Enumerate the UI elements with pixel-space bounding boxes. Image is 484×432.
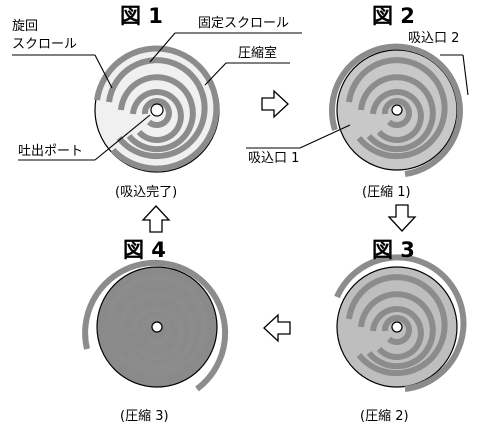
scroll-fig3	[334, 254, 467, 392]
caption-fig4: (圧縮 3)	[120, 409, 169, 424]
label-orbiting-scroll-2: スクロール	[12, 37, 78, 52]
label-orbiting-scroll-1: 旋回	[12, 19, 39, 34]
caption-fig3: (圧縮 2)	[360, 409, 409, 424]
scroll-fig1	[94, 45, 220, 173]
scroll-fig2	[329, 43, 463, 177]
label-fixed-scroll: 固定スクロール	[198, 16, 290, 31]
arrow-left-icon	[263, 313, 291, 343]
figure-title-3: 図 3	[372, 238, 415, 262]
arrow-down-icon	[387, 204, 417, 232]
label-suction-port-1: 吸込口 1	[248, 151, 300, 166]
label-discharge-port: 吐出ポート	[18, 144, 84, 159]
scroll-fig4	[82, 259, 229, 392]
caption-fig2: (圧縮 1)	[362, 185, 411, 200]
caption-fig1: (吸込完了)	[115, 185, 178, 200]
discharge-port-icon	[150, 103, 164, 117]
leader-lines	[12, 32, 469, 161]
figure-title-4: 図 4	[123, 238, 166, 262]
arrow-right-icon	[261, 89, 289, 119]
figure-title-2: 図 2	[372, 4, 415, 28]
figure-title-1: 図 1	[120, 4, 163, 28]
arrow-up-icon	[141, 205, 171, 233]
label-compression-chamber: 圧縮室	[238, 46, 278, 61]
label-suction-port-2: 吸込口 2	[408, 31, 460, 46]
